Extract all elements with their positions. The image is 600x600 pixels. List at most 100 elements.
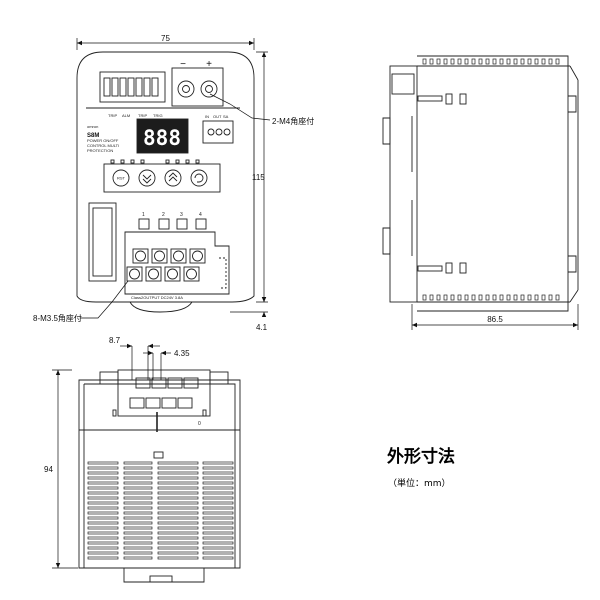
vent-slot (202, 491, 234, 495)
vent-slot (123, 556, 153, 560)
vent-slot (157, 471, 199, 475)
vent-slot (464, 58, 469, 65)
vent-slot (202, 521, 234, 525)
vent-slot (202, 501, 234, 505)
lower-terminal-upper-row (132, 248, 206, 264)
side-bottom-vents (422, 294, 560, 301)
lower-terminal-lower-row (126, 266, 200, 282)
vent-slot (123, 536, 153, 540)
vent-slot (478, 294, 483, 301)
vent-slot (436, 294, 441, 301)
vent-slot (87, 461, 119, 465)
vent-slot (87, 486, 119, 490)
vent-slot (87, 491, 119, 495)
vent-slot (443, 294, 448, 301)
vent-slot (527, 294, 532, 301)
vent-slot (87, 556, 119, 560)
vent-slot (534, 294, 539, 301)
bottom-view (78, 369, 241, 583)
vent-slot (436, 58, 441, 65)
vent-slot (541, 58, 546, 65)
vent-slot (527, 58, 532, 65)
mode-icon (194, 173, 204, 183)
vent-slot (123, 546, 153, 550)
vent-slot (534, 58, 539, 65)
vent-slot (157, 486, 199, 490)
vent-slot (520, 294, 525, 301)
vent-slot (202, 546, 234, 550)
relay-label-2: ALM (122, 113, 130, 118)
vent-slot (157, 531, 199, 535)
vent-slot (492, 58, 497, 65)
vent-slot (506, 294, 511, 301)
unit-note: （単位：mm） (388, 477, 451, 489)
vent-slot (87, 501, 119, 505)
vent-slot (87, 531, 119, 535)
vent-slot (87, 536, 119, 540)
side-view (382, 55, 579, 312)
rst-button: RST (112, 169, 130, 187)
bottom-view-number: 0 (198, 421, 201, 427)
vent-slot (87, 471, 119, 475)
relay-label-4: TRIG (153, 113, 163, 118)
dim-gap-label: 4.35 (174, 349, 190, 358)
vent-slot (157, 496, 199, 500)
vent-slot (123, 476, 153, 480)
vent-slot (157, 536, 199, 540)
vent-slot (87, 466, 119, 470)
polarity-plus: + (206, 59, 212, 70)
vent-slot (87, 551, 119, 555)
control-label-2: OUT (213, 114, 222, 119)
vent-slot (471, 294, 476, 301)
vent-slot (87, 516, 119, 520)
vent-slot (202, 486, 234, 490)
vent-slot (157, 511, 199, 515)
dim-bottom-height-label: 94 (44, 465, 53, 474)
vent-slot (123, 526, 153, 530)
bottom-vent-grid (87, 461, 234, 560)
page-title: 外形寸法 (387, 446, 455, 467)
vent-slot (123, 521, 153, 525)
vent-slot (202, 506, 234, 510)
vent-slot (123, 481, 153, 485)
rst-button-label: RST (117, 176, 126, 181)
vent-slot (157, 526, 199, 530)
spec-line-2: CONTROL MULTI (87, 143, 119, 148)
m4-callout-label: 2-M4角座付 (272, 116, 314, 126)
vent-slot (202, 541, 234, 545)
vent-slot (429, 58, 434, 65)
down-button (138, 169, 156, 187)
side-top-vents (422, 58, 560, 65)
vent-slot (499, 294, 504, 301)
vent-slot (87, 541, 119, 545)
vent-slot (202, 481, 234, 485)
vent-slot (202, 461, 234, 465)
relay-label-3: TRIP (138, 113, 147, 118)
seven-segment-display: 888 (143, 126, 181, 150)
vent-slot (485, 294, 490, 301)
vent-slot (157, 516, 199, 520)
vent-slot (202, 496, 234, 500)
polarity-minus: − (180, 59, 186, 70)
relay-label-1: TRIP (108, 113, 117, 118)
vent-slot (157, 466, 199, 470)
vent-slot (506, 58, 511, 65)
vent-slot (123, 506, 153, 510)
vent-slot (450, 294, 455, 301)
model-name: S8M (87, 133, 99, 139)
vent-slot (157, 476, 199, 480)
branch-number-4: 4 (199, 212, 202, 218)
vent-slot (87, 526, 119, 530)
vent-slot (202, 536, 234, 540)
vent-slot (443, 58, 448, 65)
vent-slot (123, 516, 153, 520)
vent-slot (202, 531, 234, 535)
vent-slot (429, 294, 434, 301)
vent-slot (157, 546, 199, 550)
vent-slot (202, 526, 234, 530)
vent-slot (422, 58, 427, 65)
up-button (164, 169, 182, 187)
vent-slot (471, 58, 476, 65)
vent-slot (202, 556, 234, 560)
